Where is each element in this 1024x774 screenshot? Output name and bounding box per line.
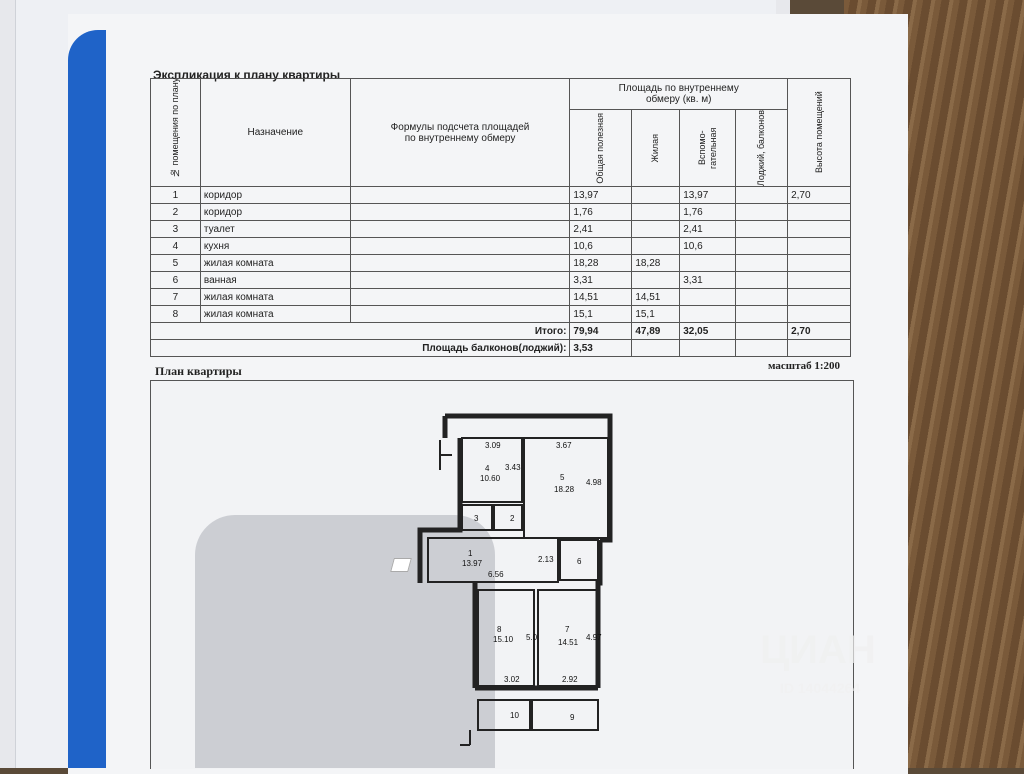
empty-cell bbox=[631, 339, 681, 358]
label-r8-area: 15.10 bbox=[493, 635, 514, 644]
label-r6: 6 bbox=[577, 557, 582, 566]
table-header-row-2: Общая полезная Жилая Вспомо-гательная Ло… bbox=[151, 108, 851, 188]
room-9 bbox=[531, 699, 599, 731]
header-area-group: Площадь по внутреннему обмеру (кв. м) bbox=[569, 78, 789, 110]
label-r1-width: 6.56 bbox=[488, 570, 504, 579]
header-living: Жилая bbox=[631, 108, 681, 188]
room-5 bbox=[523, 437, 609, 539]
label-r5-height: 4.98 bbox=[586, 478, 602, 487]
header-height: Высота помещений bbox=[787, 77, 851, 188]
label-r5-area: 18.28 bbox=[554, 485, 575, 494]
balcony-row: Площадь балконов(лоджий): 3,53 bbox=[149, 339, 851, 358]
room-3 bbox=[461, 504, 493, 531]
plan-title: План квартиры bbox=[155, 364, 242, 378]
room-7 bbox=[537, 589, 599, 687]
label-r4-area: 10.60 bbox=[480, 474, 501, 483]
label-r4-width: 3.09 bbox=[485, 441, 501, 450]
wall-top bbox=[445, 413, 613, 543]
folder-blue-stripe bbox=[68, 30, 106, 768]
label-r1-no: 1 bbox=[468, 549, 473, 558]
label-r10: 10 bbox=[510, 711, 519, 720]
label-r4-height: 3.43 bbox=[505, 463, 521, 472]
room-2 bbox=[493, 504, 523, 531]
label-r3: 3 bbox=[474, 514, 479, 523]
empty-cell bbox=[787, 339, 851, 358]
balcony-label: Площадь балконов(лоджий): bbox=[149, 339, 571, 358]
table-header-row-1: № помещения по плану Назначение Формулы … bbox=[150, 77, 851, 188]
header-purpose: Назначение bbox=[199, 77, 351, 188]
door-mark bbox=[439, 440, 452, 470]
wall-left bbox=[417, 438, 463, 583]
label-r8-height: 5.0 bbox=[526, 633, 538, 642]
watermark-brand: ЦИАН bbox=[760, 628, 876, 672]
label-r7-no: 7 bbox=[565, 625, 570, 634]
plan-frame bbox=[150, 380, 854, 769]
label-r7-height: 4.97 bbox=[586, 633, 602, 642]
empty-cell bbox=[679, 339, 737, 358]
label-r1-height: 2.13 bbox=[538, 555, 554, 564]
label-r7-width: 2.92 bbox=[562, 675, 578, 684]
label-r4-no: 4 bbox=[485, 464, 490, 473]
label-r7-area: 14.51 bbox=[558, 638, 579, 647]
label-r9: 9 bbox=[570, 713, 575, 722]
totals-row: Итого: 79,94 47,89 32,05 2,70 bbox=[149, 322, 851, 341]
room-10 bbox=[477, 699, 531, 731]
room-1 bbox=[427, 537, 559, 583]
watermark-id: ID 14044264 bbox=[780, 680, 861, 696]
label-r5-width: 3.67 bbox=[556, 441, 572, 450]
header-loggias: Лоджий, балконов bbox=[735, 108, 789, 188]
label-r8-width: 3.02 bbox=[504, 675, 520, 684]
explication-table: № помещения по плану Назначение Формулы … bbox=[149, 77, 851, 358]
room-6 bbox=[559, 539, 599, 581]
wall-bottom-rooms bbox=[472, 583, 598, 691]
hand-shadow bbox=[195, 515, 495, 768]
label-r1-area: 13.97 bbox=[462, 559, 483, 568]
label-r8-no: 8 bbox=[497, 625, 502, 634]
label-r5-no: 5 bbox=[560, 473, 565, 482]
corner-mark bbox=[460, 730, 471, 746]
header-auxiliary: Вспомо-гательная bbox=[679, 108, 737, 188]
label-r2: 2 bbox=[510, 514, 515, 523]
room-8 bbox=[477, 589, 535, 687]
plan-scale: масштаб 1:200 bbox=[768, 360, 841, 372]
header-formulas: Формулы подсчета площадей по внутреннему… bbox=[349, 77, 571, 188]
room-4 bbox=[461, 437, 523, 503]
